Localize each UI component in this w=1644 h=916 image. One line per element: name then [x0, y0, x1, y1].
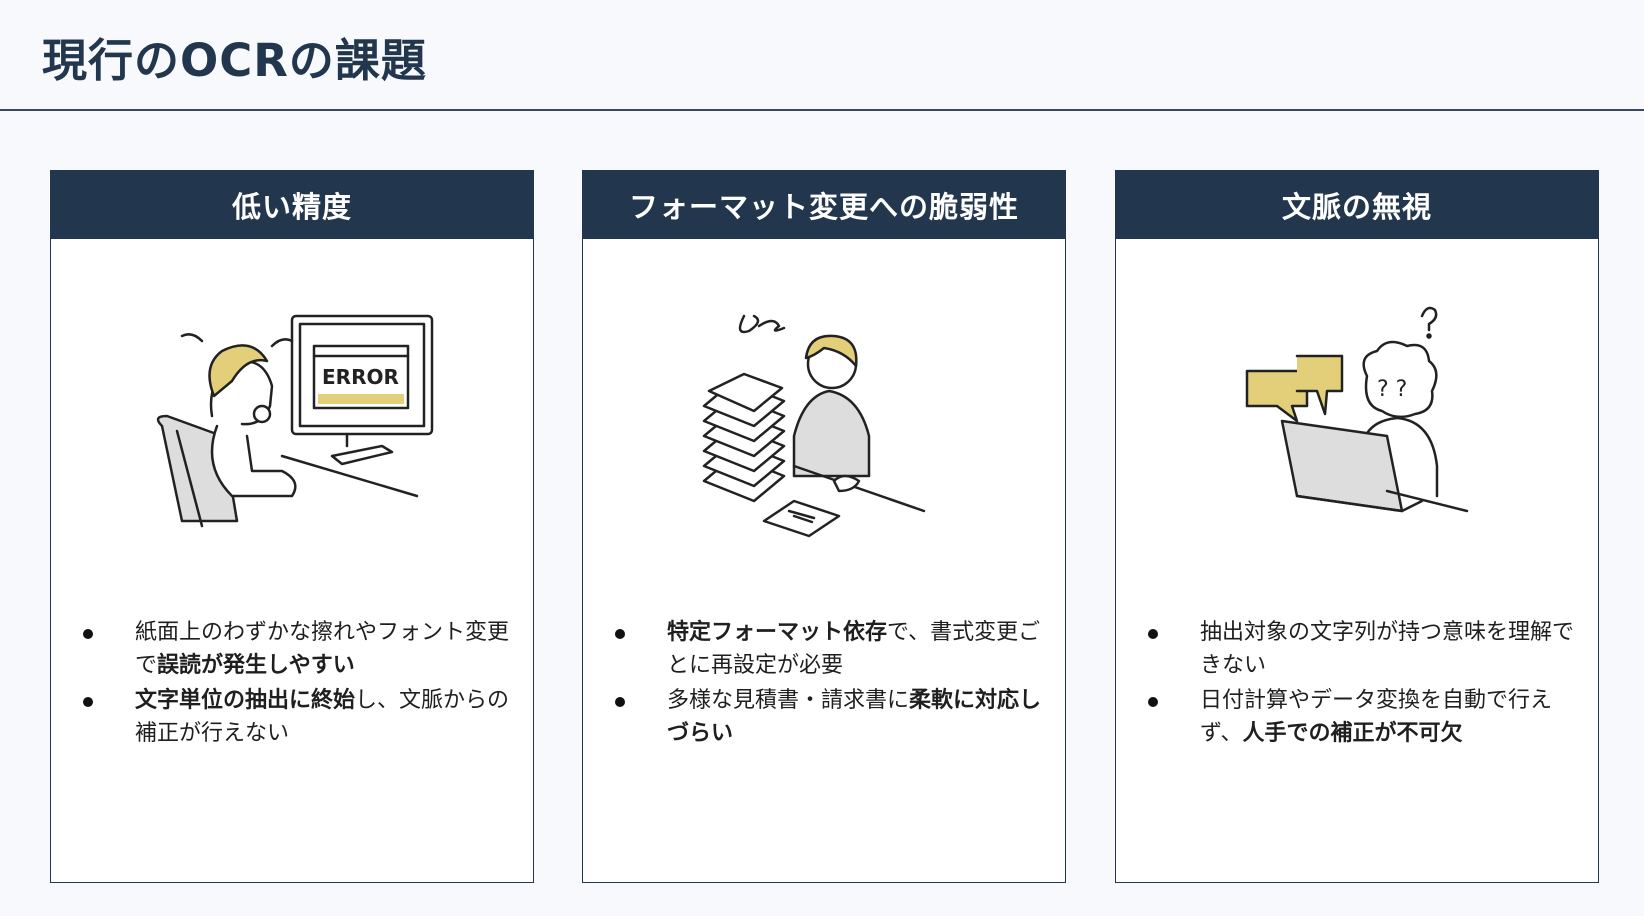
- text: し、文脈からの補正が行えない: [135, 688, 510, 746]
- text: 紙面上のわずかな擦れやフォント変更で: [135, 620, 510, 678]
- card-low-accuracy: 低い精度 ERROR 紙面上のわずかな擦れやフォント変更で誤読が発生しやすい 文…: [50, 170, 534, 883]
- bullet-list: 紙面上のわずかな擦れやフォント変更で誤読が発生しやすい 文字単位の抽出に終始し、…: [81, 616, 513, 752]
- text: 抽出対象の文字列が持つ意味を理解できない: [1200, 620, 1575, 678]
- person-error-monitor-icon: ERROR: [51, 296, 533, 556]
- bullet-item: 抽出対象の文字列が持つ意味を理解できない: [1146, 616, 1578, 682]
- card-heading: フォーマット変更への脆弱性: [583, 171, 1065, 239]
- person-paper-stack-icon: [583, 296, 1065, 556]
- question-marks: ? ?: [1377, 377, 1407, 402]
- emphasis-text: 文字単位の抽出に終始: [135, 688, 356, 713]
- bullet-item: 多様な見積書・請求書に柔軟に対応しづらい: [613, 684, 1045, 750]
- text: で、書式変更ごとに再設定が必要: [667, 620, 1041, 678]
- bullet-item: 文字単位の抽出に終始し、文脈からの補正が行えない: [81, 684, 513, 750]
- bullet-dot: [1148, 629, 1158, 639]
- card-heading: 文脈の無視: [1116, 171, 1598, 239]
- emphasis-text: 特定フォーマット依存: [667, 620, 888, 645]
- bullet-item: 日付計算やデータ変換を自動で行えず、人手での補正が不可欠: [1146, 684, 1578, 750]
- emphasis-text: 誤読が発生しやすい: [157, 653, 355, 678]
- bullet-list: 抽出対象の文字列が持つ意味を理解できない 日付計算やデータ変換を自動で行えず、人…: [1146, 616, 1578, 752]
- bullet-dot: [1148, 697, 1158, 707]
- card-heading: 低い精度: [51, 171, 533, 239]
- card-format-fragility: フォーマット変更への脆弱性 特定フォーマット依存で、書式変更ごとに再設定が必要: [582, 170, 1066, 883]
- bullet-item: 特定フォーマット依存で、書式変更ごとに再設定が必要: [613, 616, 1045, 682]
- bullet-item: 紙面上のわずかな擦れやフォント変更で誤読が発生しやすい: [81, 616, 513, 682]
- bullet-dot: [615, 629, 625, 639]
- bullet-dot: [83, 629, 93, 639]
- bullet-dot: [615, 697, 625, 707]
- card-context-ignored: 文脈の無視 ? ? 抽出対象の文字列が持つ意味を理解できない 日付計算やデータ変…: [1115, 170, 1599, 883]
- title-divider: [0, 109, 1644, 111]
- person-confused-laptop-icon: ? ?: [1116, 296, 1598, 556]
- error-text: ERROR: [322, 365, 399, 389]
- emphasis-text: 柔軟に対応しづらい: [667, 688, 1042, 746]
- bullet-list: 特定フォーマット依存で、書式変更ごとに再設定が必要 多様な見積書・請求書に柔軟に…: [613, 616, 1045, 752]
- text: 多様な見積書・請求書に: [667, 688, 910, 713]
- page-title: 現行のOCRの課題: [42, 34, 427, 87]
- bullet-dot: [83, 697, 93, 707]
- text: 日付計算やデータ変換を自動で行えず、: [1200, 688, 1553, 746]
- emphasis-text: 人手での補正が不可欠: [1242, 721, 1463, 746]
